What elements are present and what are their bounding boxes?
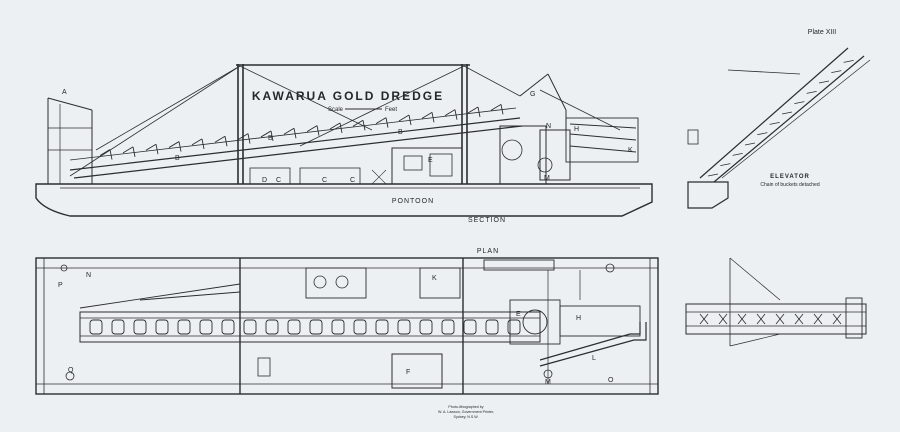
plan-letter-m: M	[545, 379, 551, 386]
section-view: KAWARUA GOLD DREDGE Scale Feet PONTOON S…	[35, 64, 653, 224]
plan-letter-l: L	[592, 355, 596, 362]
bow-gantry	[47, 97, 93, 184]
section-letter-h: H	[574, 126, 579, 133]
elevator-plan-view	[685, 257, 867, 347]
printer-line-1: Photo-lithographed by	[448, 405, 483, 409]
plan-bucket-chain	[89, 319, 521, 335]
elevator-note: Chain of buckets detached	[760, 182, 819, 188]
section-letter-d: D	[262, 177, 267, 184]
printer-imprint: Photo-lithographed by W. A. Lawson, Gove…	[438, 405, 494, 419]
machinery-house	[391, 125, 571, 185]
bucket-chain	[99, 103, 504, 160]
ladder-well	[79, 311, 541, 343]
plate-number: Plate XIII	[808, 29, 836, 36]
plan-letter-p: P	[58, 282, 63, 289]
section-letter-b2: B	[268, 135, 273, 142]
section-letter-b3: B	[398, 129, 403, 136]
section-letter-k: K	[628, 147, 633, 154]
section-letter-c1: C	[276, 177, 281, 184]
drawing-title: KAWARUA GOLD DREDGE	[252, 89, 444, 103]
scale-label: Scale	[328, 107, 344, 113]
plan-letter-e: E	[516, 311, 521, 318]
section-letter-g: G	[530, 91, 535, 98]
elevator-title: ELEVATOR	[770, 174, 810, 180]
plan-letter-o: O	[608, 377, 614, 384]
scale-unit: Feet	[385, 107, 397, 113]
printer-line-2: W. A. Lawson, Government Printer,	[438, 410, 494, 414]
section-letter-e: E	[428, 157, 433, 164]
section-letter-c3: C	[350, 177, 355, 184]
plan-letter-k: K	[432, 275, 437, 282]
plan-letter-q: Q	[68, 367, 74, 374]
section-letter-m: M	[544, 175, 550, 182]
section-letter-c2: C	[322, 177, 327, 184]
printer-line-3: Sydney, N.S.W.	[454, 415, 479, 419]
section-letter-b1: B	[175, 155, 180, 162]
plan-letter-n: N	[86, 272, 91, 279]
pontoon-label: PONTOON	[392, 198, 434, 205]
elevator-view: Plate XIII ELEVATOR Chain of buckets det…	[687, 29, 871, 209]
pontoon-hull	[35, 183, 653, 217]
store-box-f	[391, 353, 443, 389]
section-letter-a: A	[62, 89, 67, 96]
stern-tower	[519, 73, 639, 163]
plan-letter-h: H	[576, 315, 581, 322]
bucket-ladder	[69, 107, 523, 179]
plan-outline	[35, 257, 659, 395]
plan-caption: PLAN	[477, 248, 499, 255]
section-letter-n: N	[546, 123, 551, 130]
section-caption: SECTION	[468, 217, 506, 224]
plan-view: PLAN	[35, 248, 659, 395]
plan-letter-f: F	[406, 369, 410, 376]
